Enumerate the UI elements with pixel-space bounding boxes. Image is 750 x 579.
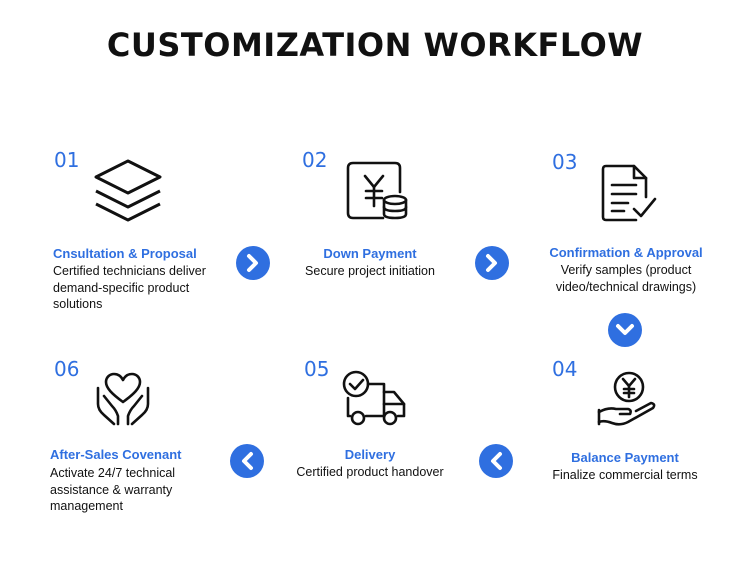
step-number-05: 05 bbox=[304, 357, 330, 381]
step-desc-03: Verify samples (product video/technical … bbox=[555, 263, 697, 294]
layers-icon bbox=[92, 158, 164, 224]
step-title-01: Cnsultation & Proposal bbox=[53, 246, 197, 261]
step-title-05: Delivery bbox=[344, 447, 396, 462]
step-desc-02: Secure project initiation bbox=[305, 264, 435, 278]
step-title-06: After-Sales Covenant bbox=[50, 447, 182, 462]
yen-hand-icon bbox=[596, 370, 658, 430]
delivery-truck-icon bbox=[340, 368, 408, 428]
step-number-02: 02 bbox=[302, 148, 328, 172]
heart-hands-icon bbox=[94, 372, 152, 428]
step-desc-01: Certified technicians deliver demand-spe… bbox=[53, 264, 206, 311]
step-title-03: Confirmation & Approval bbox=[549, 245, 703, 260]
step-number-06: 06 bbox=[54, 357, 80, 381]
step-desc-05: Certified product handover bbox=[296, 465, 444, 479]
arrow-down-icon bbox=[608, 313, 642, 347]
page-title: CUSTOMIZATION WORKFLOW bbox=[106, 26, 644, 64]
arrow-left-icon bbox=[230, 444, 264, 478]
step-number-04: 04 bbox=[552, 357, 578, 381]
step-title-02: Down Payment bbox=[323, 246, 417, 261]
step-desc-06: Activate 24/7 technical assistance & war… bbox=[50, 466, 176, 513]
step-title-04: Balance Payment bbox=[571, 450, 679, 465]
step-number-03: 03 bbox=[552, 150, 578, 174]
step-desc-04: Finalize commercial terms bbox=[552, 468, 698, 482]
document-check-icon bbox=[600, 163, 660, 225]
arrow-right-icon bbox=[475, 246, 509, 280]
yen-coins-icon bbox=[345, 160, 409, 222]
arrow-left-icon bbox=[479, 444, 513, 478]
arrow-right-icon bbox=[236, 246, 270, 280]
step-number-01: 01 bbox=[54, 148, 80, 172]
